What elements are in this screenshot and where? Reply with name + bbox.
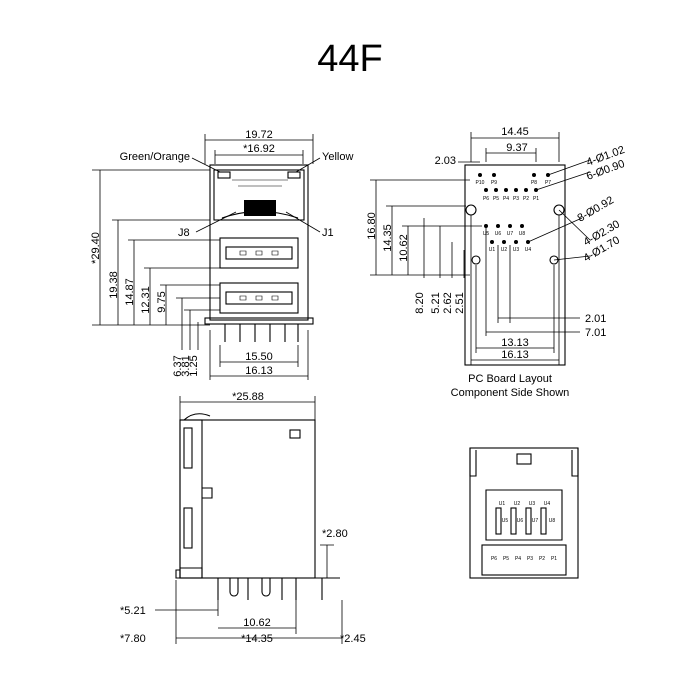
dim-side-d3: *7.80 <box>120 633 146 645</box>
bottom-base <box>481 544 567 576</box>
dim-h6: 3.81 <box>180 355 192 376</box>
front-view: 19.72 *16.92 Green/Orange Yellow J8 J1 *… <box>90 129 353 380</box>
dim-pcb-v-b: 10.62 <box>398 234 410 262</box>
bv-u6: U6 <box>517 518 524 524</box>
callout-hole-mid: 8-Ø0.92 <box>576 194 616 224</box>
dim-pcb-v-e: 2.62 <box>442 292 454 313</box>
label-j8: J8 <box>178 227 190 239</box>
pin-p9: P9 <box>491 180 497 186</box>
bv-p6: P6 <box>491 556 497 562</box>
dim-side-d4: *14.35 <box>241 633 273 645</box>
bv-p4: P4 <box>515 556 521 562</box>
pin-u7: U7 <box>507 231 514 237</box>
bv-p3: P3 <box>527 556 533 562</box>
pin-u8: U8 <box>519 231 526 237</box>
bv-u5: U5 <box>502 518 509 524</box>
usb-tongue-upper <box>225 246 293 260</box>
bv-u4: U4 <box>544 501 551 507</box>
dim-pcb-v-total: 16.80 <box>366 212 378 240</box>
pcb-outline <box>464 164 566 366</box>
bv-p1: P1 <box>551 556 557 562</box>
side-port-lower <box>183 507 193 549</box>
side-port-upper <box>183 427 193 469</box>
pin-u6: U6 <box>495 231 502 237</box>
pin-p10: P10 <box>476 180 485 186</box>
dim-pcb-v-c: 8.20 <box>414 292 426 313</box>
bottom-view: U1 U2 U3 U4 U5 U6 U7 U8 P6 P5 P4 P3 P2 P… <box>469 447 579 579</box>
dim-pcb-v-f: 2.51 <box>454 292 466 313</box>
pin-p1: P1 <box>533 196 539 202</box>
dim-h3: 12.31 <box>140 286 152 314</box>
dim-h4: 9.75 <box>156 291 168 312</box>
pin-u2: U2 <box>501 247 508 253</box>
label-led-left: Green/Orange <box>120 151 190 163</box>
side-front-face <box>179 419 203 579</box>
dim-h7: 1.25 <box>188 355 200 376</box>
dim-pcb-v-a: 14.35 <box>382 224 394 252</box>
bv-u1: U1 <box>499 501 506 507</box>
side-outline <box>179 419 316 579</box>
pin-p4: P4 <box>503 196 509 202</box>
bv-u8: U8 <box>549 518 556 524</box>
bv-p2: P2 <box>539 556 545 562</box>
led-right <box>287 171 301 179</box>
pin-u3: U3 <box>513 247 520 253</box>
drawing-title: 44F <box>317 38 383 80</box>
caption-line1: PC Board Layout <box>468 373 552 385</box>
front-pins <box>224 324 299 342</box>
caption-line2: Component Side Shown <box>451 387 570 399</box>
dim-side-d1: *5.21 <box>120 605 146 617</box>
side-latch <box>289 429 301 439</box>
dim-pcb-r-b: 7.01 <box>585 327 606 339</box>
rj45-port <box>213 169 305 221</box>
dim-pcb-v-d: 5.21 <box>430 292 442 313</box>
dim-pcb-r-a: 2.01 <box>585 313 606 325</box>
bottom-outline <box>469 447 579 579</box>
pin-p5: P5 <box>493 196 499 202</box>
dim-side-depth: *25.88 <box>232 391 264 403</box>
dim-side-height: *2.80 <box>322 528 348 540</box>
side-tab <box>183 413 211 421</box>
pin-p6: P6 <box>483 196 489 202</box>
label-led-right: Yellow <box>322 151 353 163</box>
dim-h1: 19.38 <box>108 271 120 299</box>
pin-u1: U1 <box>489 247 496 253</box>
pin-u4: U4 <box>525 247 532 253</box>
dim-pcb-top-width: 14.45 <box>501 126 529 138</box>
pin-p3: P3 <box>513 196 519 202</box>
usb-port-upper <box>219 237 299 269</box>
dim-height-total: *29.40 <box>90 232 102 264</box>
front-outline <box>209 164 309 321</box>
dim-side-d5: *2.45 <box>340 633 366 645</box>
dim-h5: 6.37 <box>172 355 184 376</box>
bv-u2: U2 <box>514 501 521 507</box>
dim-width-inner: 15.50 <box>245 351 273 363</box>
dim-h2: 14.87 <box>124 278 136 306</box>
front-base <box>204 317 314 325</box>
led-left <box>217 171 231 179</box>
pcb-layout-view: P10 P9 P8 P7 P6 P5 P4 P3 P2 P1 U5 U6 U7 … <box>366 126 626 399</box>
dim-width-outer: 16.13 <box>245 365 273 377</box>
dim-top-inner: *16.92 <box>243 143 275 155</box>
pcb-holes-large <box>465 204 565 265</box>
dim-side-d2: 10.62 <box>243 617 271 629</box>
side-view: *25.88 *2.80 *5.21 10.62 *7.80 *14.35 *2… <box>120 391 366 645</box>
bv-u3: U3 <box>529 501 536 507</box>
label-j1: J1 <box>322 227 334 239</box>
pin-p8: P8 <box>531 180 537 186</box>
dim-pcb-offset-b: 2.03 <box>435 155 456 167</box>
usb-port-lower <box>219 282 299 314</box>
bv-p5: P5 <box>503 556 509 562</box>
pin-p7: P7 <box>545 180 551 186</box>
dim-pcb-bot-outer: 16.13 <box>501 349 529 361</box>
dim-pcb-offset-a: 9.37 <box>506 142 527 154</box>
bv-u7: U7 <box>532 518 539 524</box>
bottom-pins <box>495 507 547 535</box>
usb-tongue-lower <box>225 291 293 305</box>
pin-p2: P2 <box>523 196 529 202</box>
dim-top-outer: 19.72 <box>245 129 273 141</box>
dim-pcb-bot-inner: 13.13 <box>501 337 529 349</box>
